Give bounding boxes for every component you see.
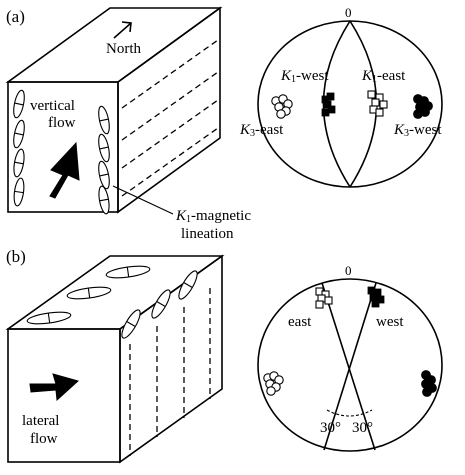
vertical-flow-label-line2: flow — [48, 115, 76, 131]
angle-right-label: 30° — [352, 420, 373, 436]
block-a-grains-left — [11, 88, 27, 208]
k3-west-label: K3-west — [393, 122, 442, 139]
lineation-label-line2: lineation — [181, 226, 234, 242]
panel-b-label: (b) — [6, 247, 26, 266]
block-b: lateral flow — [5, 254, 225, 464]
stereonet-b-north-label: 0 — [345, 263, 352, 278]
vertical-flow-label-line1: vertical — [30, 98, 75, 114]
vertical-flow-arrow-icon — [49, 141, 80, 199]
k1-west-label: K1-west — [280, 68, 329, 85]
angle-left-label: 30° — [320, 420, 341, 436]
block-b-right-face — [119, 254, 223, 464]
north-arrow-icon — [113, 21, 132, 39]
north-label: North — [106, 41, 141, 57]
stereonet-b: 0 — [257, 263, 443, 452]
lineation-label-line1: K1-magnetic — [175, 208, 251, 225]
west-label: west — [376, 314, 404, 330]
stereonet-a-north-label: 0 — [345, 5, 352, 20]
lateral-flow-label-line2: flow — [30, 431, 58, 447]
lateral-flow-arrow-icon — [29, 373, 80, 402]
panel-a-label: (a) — [6, 7, 25, 26]
stereonet-a-great-circle-west — [322, 20, 351, 188]
left-rim-open-points — [263, 371, 284, 396]
k3-west-points — [413, 94, 433, 119]
block-a: North vertical flow — [5, 6, 223, 216]
stereonet-b-circle — [257, 278, 443, 452]
k1-east-points — [367, 90, 388, 117]
stereonet-b-line-left — [321, 282, 376, 451]
lateral-flow-label-line1: lateral — [22, 413, 59, 429]
block-a-dashed-lines — [121, 39, 219, 197]
stereonet-a: 0 — [239, 5, 443, 188]
block-a-right-face — [117, 6, 221, 214]
k3-east-label: K3-east — [239, 122, 284, 139]
block-a-grains-right — [96, 104, 112, 216]
west-points — [367, 286, 385, 308]
stereonet-b-line-right — [323, 282, 377, 451]
k1-east-label: K1-east — [361, 68, 406, 85]
block-b-grains-edge — [118, 268, 201, 341]
k3-east-points — [271, 94, 293, 119]
right-rim-filled-points — [421, 370, 437, 397]
block-b-dashed-lines — [129, 288, 211, 456]
k1-west-points — [321, 92, 336, 117]
stereonet-b-angle-arc — [326, 409, 373, 417]
east-points — [315, 287, 333, 309]
lineation-leader-line — [112, 185, 174, 215]
east-label: east — [288, 314, 312, 330]
block-b-front-face — [7, 328, 121, 463]
